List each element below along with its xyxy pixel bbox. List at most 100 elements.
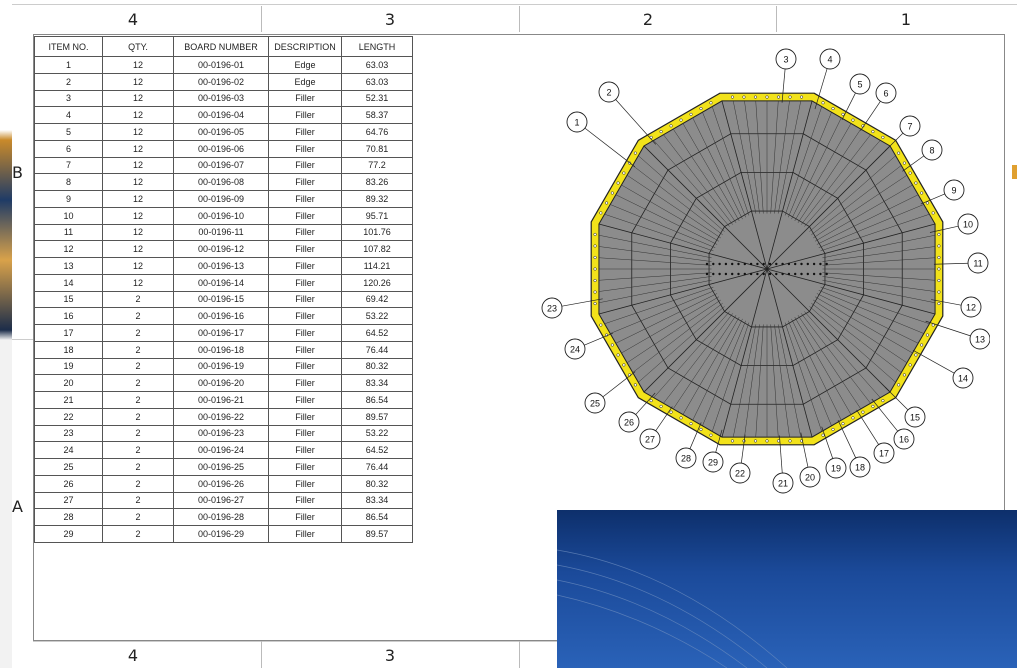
cell-board-number: 00-0196-29 <box>173 525 269 543</box>
filler-board-line <box>604 286 714 325</box>
center-fastener <box>781 272 784 276</box>
balloon-circle <box>960 296 982 318</box>
balloon-label-25: 25 <box>590 399 600 409</box>
cell-length: 83.34 <box>341 491 413 510</box>
cell-description: Filler <box>268 307 342 325</box>
cell-board-number: 00-0196-01 <box>173 56 269 74</box>
balloon-label-27: 27 <box>645 435 655 445</box>
cell-description: Filler <box>268 89 342 108</box>
cell-description: Filler <box>268 324 342 342</box>
board-seam <box>643 145 768 270</box>
filler-board-line <box>755 324 764 438</box>
filler-board-line <box>682 123 740 222</box>
cell-qty: 12 <box>102 240 174 258</box>
cell-item-no: 5 <box>34 123 103 141</box>
cell-board-number: 00-0196-04 <box>173 106 269 124</box>
balloon-leader <box>779 435 783 474</box>
header-board-number: BOARD NUMBER <box>173 36 269 57</box>
cell-qty: 2 <box>102 324 174 342</box>
cell-item-no: 7 <box>34 156 103 175</box>
balloon-label-19: 19 <box>831 464 841 474</box>
filler-board-line <box>610 204 716 248</box>
board-seam <box>721 268 768 438</box>
filler-board-line <box>632 302 723 373</box>
cell-length: 70.81 <box>341 139 413 158</box>
balloon-circle <box>893 428 915 450</box>
balloon-circle <box>969 328 990 350</box>
filler-board-line <box>800 134 871 225</box>
filler-board-line <box>610 290 716 334</box>
balloon-leader <box>902 155 925 172</box>
fastener-dot <box>937 255 941 260</box>
cell-board-number: 00-0196-19 <box>173 357 269 376</box>
fastener-dot <box>937 232 941 236</box>
balloon-circle <box>675 447 697 469</box>
center-fastener <box>806 272 809 276</box>
filler-board-line <box>615 194 718 245</box>
fastener-dot <box>616 181 620 185</box>
cell-length: 86.54 <box>341 391 413 409</box>
filler-board-line <box>692 318 743 421</box>
balloon-leader <box>925 320 971 337</box>
cell-qty: 12 <box>102 273 174 292</box>
cell-length: 89.57 <box>341 525 413 543</box>
cell-board-number: 00-0196-16 <box>173 307 269 325</box>
cell-item-no: 3 <box>34 89 103 108</box>
balloon-label-26: 26 <box>624 418 634 428</box>
balloon-circle <box>921 139 943 161</box>
cell-item-no: 14 <box>34 273 103 292</box>
center-fastener <box>825 262 828 266</box>
fastener-dot <box>914 181 918 185</box>
fastener-dot <box>851 118 855 122</box>
filler-board-line <box>598 246 712 262</box>
fastener-dot <box>776 95 781 99</box>
fastener-dot <box>593 302 597 306</box>
cell-item-no: 2 <box>34 72 103 91</box>
cell-item-no: 16 <box>34 307 103 325</box>
balloon-circle <box>799 466 821 488</box>
cell-board-number: 00-0196-03 <box>173 89 269 108</box>
balloon-circle <box>729 462 751 484</box>
cell-description: Filler <box>268 474 342 493</box>
filler-board-line <box>673 128 737 223</box>
cell-length: 53.22 <box>341 424 413 443</box>
center-fastener <box>762 262 765 266</box>
cell-item-no: 27 <box>34 491 103 510</box>
zone-row-b: B <box>12 163 23 182</box>
balloon-circle <box>825 457 847 479</box>
filler-board-line <box>598 279 712 304</box>
header-description: DESCRIPTION <box>268 36 342 57</box>
balloon-label-23: 23 <box>547 304 557 314</box>
cell-board-number: 00-0196-14 <box>173 273 269 292</box>
filler-board-line <box>653 311 730 398</box>
balloon-leader <box>615 99 657 145</box>
balloon-circle <box>899 115 921 137</box>
filler-board-line <box>797 315 861 410</box>
center-fastener <box>825 272 828 276</box>
cell-qty: 12 <box>102 156 174 175</box>
balloon-leader <box>931 299 962 306</box>
fastener-dot <box>925 333 929 337</box>
fastener-dot <box>937 278 941 283</box>
fastener-dot <box>649 399 653 403</box>
fastener-dot <box>699 107 703 111</box>
center-fastener <box>724 272 728 276</box>
fastener-dot <box>753 95 758 99</box>
cell-qty: 2 <box>102 474 174 493</box>
cell-board-number: 00-0196-24 <box>173 441 269 459</box>
cell-description: Filler <box>268 273 342 292</box>
cell-description: Filler <box>268 223 342 242</box>
cell-qty: 12 <box>102 72 174 91</box>
cell-length: 86.54 <box>341 508 413 526</box>
board-seam <box>643 268 768 393</box>
zone-divider <box>261 641 262 668</box>
cell-item-no: 4 <box>34 106 103 124</box>
center-fastener <box>806 262 809 266</box>
